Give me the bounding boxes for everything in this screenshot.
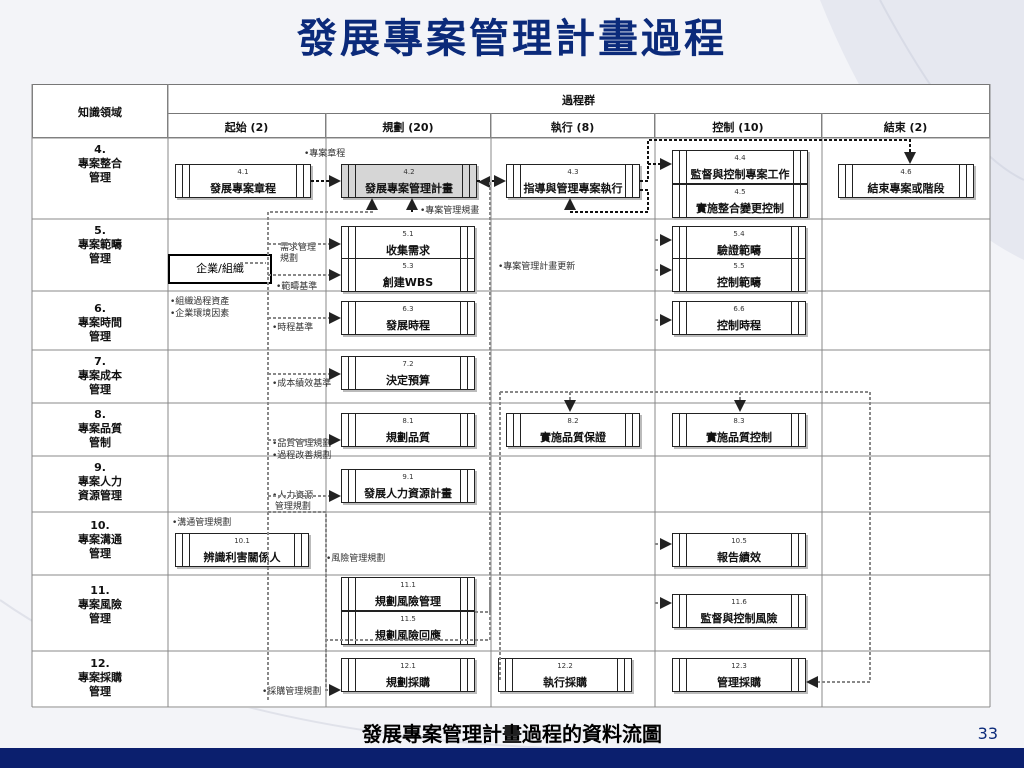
note-procurement-plan: •採購管理規劃: [262, 687, 322, 697]
header-group-closing: 結束 (2): [883, 121, 928, 134]
header-group-executing: 執行 (8): [550, 121, 595, 134]
area-procurement: 12. 專案採購管理: [32, 657, 168, 699]
note-schedule-baseline: •時程基準: [272, 323, 314, 333]
note-project-management-plan: •專案管理規畫: [420, 206, 480, 216]
area-risk-name: 專案風險管理: [78, 598, 122, 625]
note-scope-baseline: •範疇基準: [276, 282, 318, 292]
note-cost-baseline: •成本績效基準: [272, 379, 332, 389]
area-cost-num: 7.: [94, 355, 106, 368]
page-title: 發展專案管理計畫過程: [297, 15, 727, 62]
note-org-assets: •組織過程資產•企業環境因素: [170, 297, 230, 319]
area-hr: 9. 專案人力資源管理: [32, 461, 168, 503]
note-plan-updates: •專案管理計畫更新: [498, 262, 576, 272]
note-risk-plan: •風險管理規劃: [326, 554, 386, 564]
header-group-planning: 規劃 (20): [382, 121, 434, 134]
area-communication-num: 10.: [90, 519, 110, 532]
area-scope-name: 專案範疇管理: [78, 238, 122, 265]
area-scope-num: 5.: [94, 224, 106, 237]
header-group-controlling: 控制 (10): [712, 121, 764, 134]
area-cost: 7. 專案成本管理: [32, 355, 168, 397]
diagram-caption: 發展專案管理計畫過程的資料流圖: [362, 722, 662, 746]
area-hr-num: 9.: [94, 461, 106, 474]
area-procurement-num: 12.: [90, 657, 110, 670]
note-requirements-plan: 需求管理規劃: [280, 243, 317, 264]
header-process-group: 過程群: [562, 94, 595, 107]
note-hr-plan: •人力資源 管理規劃: [272, 491, 314, 512]
footer-bar: [0, 748, 1024, 768]
page-number: 33: [977, 724, 998, 743]
area-communication: 10. 專案溝通管理: [32, 519, 168, 561]
area-risk-num: 11.: [90, 584, 110, 597]
area-hr-name: 專案人力資源管理: [78, 475, 122, 502]
area-quality-name: 專案品質管制: [78, 422, 122, 449]
note-quality-plan: •品質管理規劃•過程改善規劃: [272, 439, 332, 461]
area-integration-name: 專案整合管理: [78, 157, 122, 184]
area-communication-name: 專案溝通管理: [78, 533, 122, 560]
enterprise-organization-box[interactable]: 企業/組織: [168, 254, 272, 284]
note-communication-plan: •溝通管理規劃: [172, 518, 232, 528]
area-quality: 8. 專案品質管制: [32, 408, 168, 450]
area-procurement-name: 專案採購管理: [78, 671, 122, 698]
note-project-charter: •專案章程: [304, 149, 346, 159]
area-risk: 11. 專案風險管理: [32, 584, 168, 626]
header-group-initiating: 起始 (2): [224, 121, 269, 134]
header-knowledge-area: 知識領域: [78, 106, 122, 119]
area-cost-name: 專案成本管理: [78, 369, 122, 396]
area-integration-num: 4.: [94, 143, 106, 156]
area-time: 6. 專案時間管理: [32, 302, 168, 344]
area-scope: 5. 專案範疇管理: [32, 224, 168, 266]
area-time-num: 6.: [94, 302, 106, 315]
area-time-name: 專案時間管理: [78, 316, 122, 343]
area-integration: 4. 專案整合管理: [32, 143, 168, 185]
area-quality-num: 8.: [94, 408, 106, 421]
